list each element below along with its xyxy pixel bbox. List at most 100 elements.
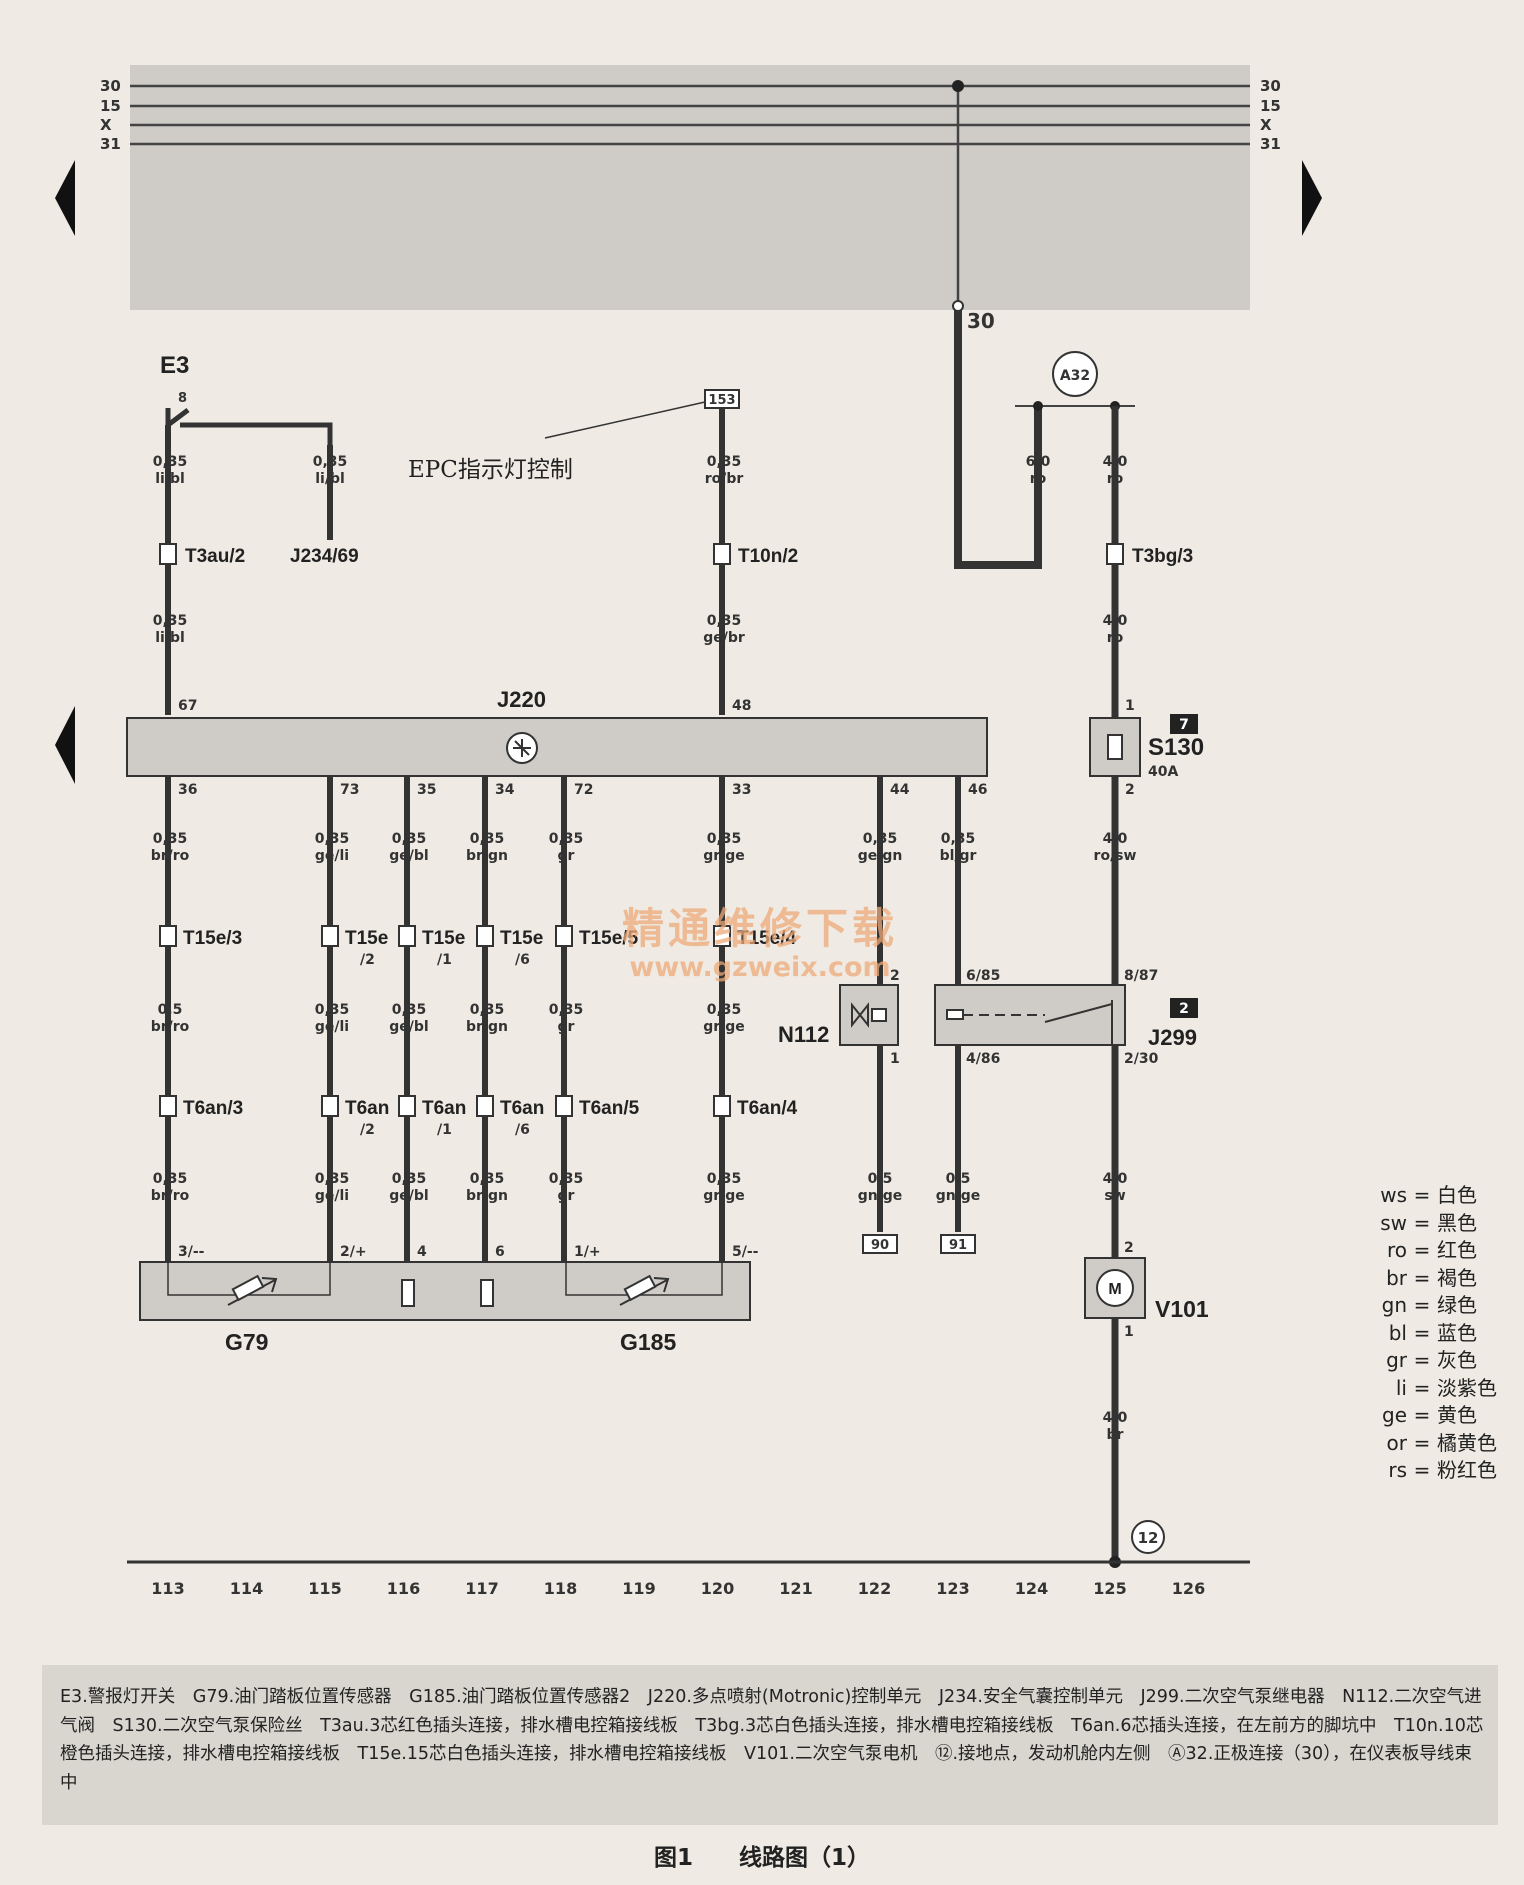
g79-label: G79 (225, 1329, 268, 1355)
v101-label: V101 (1155, 1296, 1209, 1322)
wire-size: 4,0 (1103, 1410, 1128, 1426)
j220-pin-label: 34 (495, 782, 515, 798)
wire-color: ge/br (703, 630, 745, 646)
wire-color: br (1107, 1427, 1124, 1443)
wire-color: gr/ge (703, 848, 745, 864)
pin-label: 48 (732, 698, 751, 714)
legend-code: ge (1382, 1403, 1407, 1427)
wire-size: 0,35 (470, 1002, 505, 1018)
v101-symbol: M (1108, 1281, 1121, 1298)
column-number: 120 (701, 1579, 734, 1598)
wire-color: sw (1104, 1188, 1125, 1204)
j220-pin-label: 44 (890, 782, 910, 798)
j220-pin-label: 72 (574, 782, 593, 798)
connector-icon (159, 543, 177, 565)
bus-label-left-31: 31 (100, 135, 121, 153)
connector-t6an: T6an/4 (737, 1098, 798, 1119)
legend-name: 褐色 (1437, 1265, 1477, 1290)
wire-size: 0,35 (707, 454, 742, 470)
connector-t3bg: T3bg/3 (1132, 546, 1193, 567)
connector-t15e: T15e (500, 928, 543, 949)
legend-code: li (1395, 1375, 1407, 1400)
connector-icon (476, 1095, 494, 1117)
wire-size: 0,35 (392, 1002, 427, 1018)
a32-label: A32 (1060, 368, 1090, 384)
pin-label: 8/87 (1124, 968, 1158, 984)
pin-label: 2 (890, 968, 900, 984)
connector-pin: /2 (360, 1122, 375, 1138)
column-number: 119 (622, 1579, 655, 1598)
wire-size: 0,35 (392, 831, 427, 847)
figure-title: 图1 线路图（1） (653, 1845, 870, 1871)
connector-pin: /6 (515, 1122, 530, 1138)
j220-pin-label: 35 (417, 782, 436, 798)
relay-contact-icon (1044, 1000, 1113, 1045)
valve-icon (851, 1002, 869, 1028)
wire-size: 4,0 (1103, 831, 1128, 847)
wire-color: ge/li (315, 848, 349, 864)
bus-label-right-x: X (1260, 116, 1272, 134)
s130-badge (1170, 714, 1198, 734)
g185-label: G185 (620, 1329, 676, 1355)
epc-pointer-line (544, 401, 706, 439)
pin-label: 2 (1125, 782, 1135, 798)
legend-name: 红色 (1437, 1238, 1477, 1262)
wire-size: 0,35 (153, 613, 188, 629)
legend-name: 绿色 (1437, 1293, 1477, 1317)
next-page-arrow-icon[interactable] (1302, 160, 1322, 236)
wire-size: 0,35 (315, 1002, 350, 1018)
connector-t15e: T15e/3 (183, 928, 242, 949)
ref-91-label: 91 (949, 1238, 967, 1253)
wire-size: 0,35 (315, 1171, 350, 1187)
connector-icon (713, 1095, 731, 1117)
wire-color: gr (558, 1019, 575, 1035)
continue-left-arrow-icon[interactable] (55, 706, 75, 784)
wire-color: br/gn (466, 848, 508, 864)
ground-point-label: 12 (1138, 1529, 1159, 1547)
accelerator-pedal-sensor-block (139, 1261, 751, 1321)
connector-icon (713, 925, 731, 947)
bus-label-left-x: X (100, 116, 112, 134)
connector-t6an: T6an (500, 1098, 544, 1119)
wire-size: 4,0 (1103, 613, 1128, 629)
column-number: 113 (151, 1579, 184, 1598)
pin-label: 1 (890, 1051, 900, 1067)
prev-page-arrow-icon[interactable] (55, 160, 75, 236)
legend-code: rs (1388, 1458, 1407, 1482)
sensor-pin-label: 2/+ (340, 1244, 367, 1260)
wire-size: 0,35 (549, 1171, 584, 1187)
legend-name: 黑色 (1437, 1210, 1477, 1235)
connector-t6an: T6an (345, 1098, 389, 1119)
wire-size: 0,35 (470, 831, 505, 847)
wire-color: li/bl (155, 630, 185, 646)
wire-size: 0,35 (313, 454, 348, 470)
wire-color: ro/br (705, 471, 744, 487)
bus-label-right-31: 31 (1260, 135, 1281, 153)
connector-icon (555, 925, 573, 947)
ref-153-label: 153 (708, 393, 735, 408)
connector-t6an: T6an/5 (579, 1098, 640, 1119)
wire-color: ro (1107, 471, 1124, 487)
wire-size: 6,0 (1026, 454, 1051, 470)
legend-code: ro (1386, 1238, 1407, 1262)
column-number: 115 (308, 1579, 341, 1598)
ref-90-label: 90 (871, 1238, 889, 1253)
s130-rating: 40A (1148, 764, 1178, 780)
wire-color: gr/ge (703, 1188, 745, 1204)
column-number: 123 (936, 1579, 969, 1598)
wire-color: br/ro (151, 1019, 190, 1035)
column-number: 118 (544, 1579, 577, 1598)
n112-label: N112 (778, 1022, 829, 1047)
j220-pin-label: 36 (178, 782, 197, 798)
wire-color: br/ro (151, 1188, 190, 1204)
bus-junction-dot (952, 80, 964, 92)
s130-fuse (1089, 717, 1141, 777)
wire-color: gr (558, 1188, 575, 1204)
e3-label: E3 (160, 352, 189, 379)
column-number: 114 (230, 1579, 263, 1598)
a32-connector-icon (1052, 351, 1098, 397)
legend-code: or (1386, 1430, 1407, 1455)
j299-badge (1170, 998, 1198, 1018)
sensor-pin-label: 5/-- (732, 1244, 759, 1260)
wire-size: 0,35 (863, 831, 898, 847)
